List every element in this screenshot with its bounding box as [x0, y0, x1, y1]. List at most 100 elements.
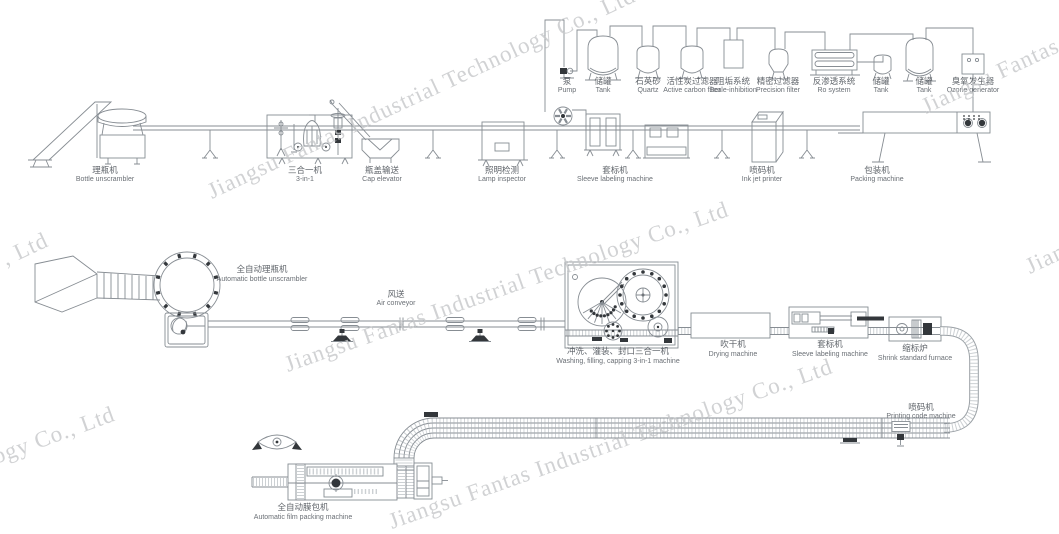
tank3-label-cn: 储罐 [915, 76, 933, 86]
air-conveyor-label-en: Air conveyor [377, 300, 417, 307]
sleeve-main-label-cn: 套标机 [817, 339, 843, 349]
precision-filter-symbol [768, 48, 789, 80]
three-in-one-drawing [266, 108, 353, 165]
curve-conveyor-right [940, 326, 979, 433]
watermark-bottom: Jiangsu Fantas Industrial Technology Co.… [385, 354, 836, 534]
cap-elevator-label-en: Cap elevator [362, 176, 402, 183]
code-printer-label-cn: 喷码机 [908, 402, 934, 412]
ro-label-cn: 反渗透系统 [813, 76, 856, 86]
label-tunnel-drawing [643, 124, 690, 159]
lamp-label-en: Lamp inspector [478, 176, 527, 183]
scale-inhibition-symbol [723, 39, 744, 69]
air-conveyor-clamps [290, 317, 537, 331]
ro-label-en: Ro system [817, 87, 850, 94]
watermark-top-right: Jiangsu Fantas Industrial Technology Co.… [918, 0, 1059, 119]
precision-label-en: Precision filter [756, 87, 801, 94]
ozone-label-en: Ozone generator [947, 87, 1000, 94]
water-treatment-group [544, 19, 985, 112]
inkjet-label-en: Ink jet printer [742, 176, 783, 183]
packing-label-en: Packing machine [850, 176, 903, 183]
carbon-filter-symbol [679, 45, 705, 79]
scale-label-cn: 阻垢系统 [716, 76, 751, 86]
watermark-right-fragment: Jiangsu Fantas Industrial Technology Co.… [1022, 58, 1059, 279]
watermark-top: Jiangsu Fantas Industrial Technology Co.… [204, 0, 640, 204]
watermark-bottom-left-fragment: ogy Co., Ltd [0, 401, 118, 468]
sleeve-top-label-en: Sleeve labeling machine [577, 176, 653, 183]
quartz-label-en: Quartz [637, 87, 659, 94]
shrink-label-cn: 缩标炉 [902, 343, 928, 353]
carbon-label-en: Active carbon filter [663, 87, 721, 94]
watermark-left-fragment: , Ltd [0, 227, 52, 270]
star-wheel-drawing [553, 106, 587, 126]
rotary-unscrambler-drawing [153, 251, 221, 319]
quartz-label-cn: 石英砂 [635, 76, 661, 86]
tank1-label-en: Tank [596, 87, 611, 94]
ozone-label-cn: 臭氧发生器 [952, 76, 995, 86]
ozone-generator-symbol [961, 53, 985, 75]
drying-label-cn: 吹干机 [720, 339, 746, 349]
inkjet-label-cn: 喷码机 [749, 165, 775, 175]
pipe-lines [544, 19, 974, 112]
unscrambler-label-en: Bottle unscrambler [76, 176, 135, 183]
sleeve-main-label-en: Sleeve labeling machine [792, 351, 868, 358]
code-printer-drawing [891, 421, 911, 447]
top-conveyor [133, 125, 860, 131]
water-treatment-labels: 泵 Pump 储罐 Tank 石英砂 Quartz 活性炭过滤器 Active … [558, 76, 1000, 94]
quartz-filter-symbol [635, 45, 661, 79]
tank1-symbol [585, 35, 621, 81]
air-conveyor-label-cn: 风送 [387, 289, 405, 299]
lamp-label-cn: 照明检测 [485, 165, 519, 175]
shrink-label-en: Shrink standard furnace [878, 355, 952, 362]
washer-filler-label-cn: 冲洗、灌装、封口三合一机 [567, 346, 670, 356]
carbon-label-cn: 活性炭过滤器 [666, 76, 718, 86]
auto-unscrambler-label-en: Automatic bottle unscrambler [217, 276, 308, 283]
tank1-label-cn: 储罐 [594, 76, 612, 86]
hopper-elevator-drawing [34, 255, 161, 313]
film-packing-label-cn: 全自动膜包机 [277, 502, 329, 512]
auto-unscrambler-label-cn: 全自动理瓶机 [236, 264, 288, 274]
packing-machine-drawing [838, 111, 991, 163]
main-line-group [34, 251, 979, 501]
sleeve-labeler-main-drawing [788, 306, 884, 339]
pump-symbol [560, 67, 574, 79]
code-printer-label-en: Printing code machine [886, 413, 955, 420]
sleeve-labeler-top-drawing [584, 113, 622, 157]
bottle-unscrambler-drawing [28, 101, 147, 168]
washer-filler-label-en: Washing, filling, capping 3-in-1 machine [556, 358, 680, 365]
drying-label-en: Drying machine [709, 351, 758, 358]
top-line-group [28, 99, 991, 168]
cap-elevator-label-cn: 瓶盖输送 [365, 165, 400, 175]
film-packing-label-en: Automatic film packing machine [254, 514, 353, 521]
air-conveyor-drawing [208, 317, 566, 342]
three-in-one-label-cn: 三合一机 [288, 165, 323, 175]
scale-label-en: Scale-inhibition [709, 87, 757, 94]
cap-elevator-drawing [329, 99, 400, 163]
tank2-label-cn: 储罐 [872, 76, 890, 86]
top-line-labels: 理瓶机 Bottle unscrambler 三合一机 3-in-1 瓶盖输送 … [76, 165, 904, 183]
pump-label-en: Pump [558, 87, 576, 94]
tank3-label-en: Tank [917, 87, 932, 94]
film-packing-machine-drawing [251, 434, 448, 501]
ro-system-symbol [810, 49, 860, 76]
precision-label-cn: 精密过滤器 [757, 76, 800, 86]
shrink-furnace-drawing [888, 316, 942, 342]
tank2-symbol [873, 54, 892, 80]
washer-filler-capper-drawing [564, 261, 679, 349]
drying-machine-drawing [690, 312, 771, 339]
three-in-one-label-en: 3-in-1 [296, 176, 314, 183]
lamp-inspector-drawing [478, 121, 528, 167]
tank2-label-en: Tank [874, 87, 889, 94]
tank3-symbol [903, 37, 936, 82]
packing-machine-dots [963, 115, 980, 120]
top-conveyor-stands [202, 130, 815, 159]
bottom-band-drawing [393, 412, 950, 471]
unscrambler-label-cn: 理瓶机 [92, 165, 118, 175]
packing-label-cn: 包装机 [864, 165, 890, 175]
pump-label-cn: 泵 [563, 76, 572, 86]
sleeve-top-label-cn: 套标机 [602, 165, 628, 175]
inkjet-printer-drawing [751, 110, 784, 163]
main-line-labels: 全自动理瓶机 Automatic bottle unscrambler 风送 A… [217, 264, 956, 521]
